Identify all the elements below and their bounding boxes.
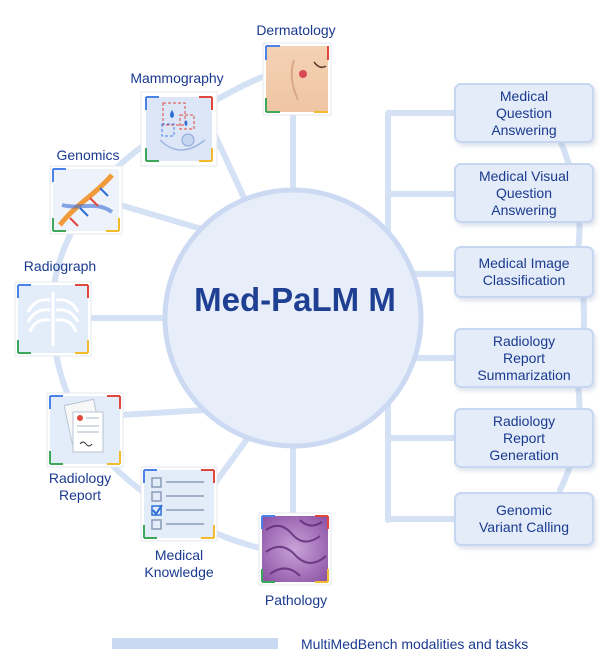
- label-pathology: Pathology: [264, 592, 328, 608]
- task-1-line1: Medical: [499, 87, 549, 104]
- task-1-line2: Question: [495, 104, 553, 121]
- label-radiograph: Radiograph: [23, 258, 97, 274]
- label-medical-knowledge-line1: Medical: [154, 547, 204, 563]
- label-medical-knowledge: Medical Knowledge: [129, 547, 229, 581]
- chest-xray-icon: [26, 292, 80, 346]
- genomics-tile: [49, 165, 123, 235]
- histology-slide-icon: [265, 519, 327, 577]
- label-medical-knowledge-line2: Knowledge: [144, 564, 214, 580]
- task-radiology-report-generation: Radiology Report Generation: [454, 408, 594, 468]
- task-4-line1: Radiology: [492, 332, 556, 349]
- dermatology-tile: [262, 42, 332, 116]
- task-6-line2: Variant Calling: [478, 519, 569, 535]
- label-radiology-report-line1: Radiology: [48, 470, 112, 486]
- center-title: Med-PaLM M: [194, 281, 396, 318]
- pathology-tile: [258, 512, 332, 586]
- spoke-genomics: [117, 202, 208, 233]
- task-5-line3: Generation: [489, 446, 559, 463]
- legend-label: MultiMedBench modalities and tasks: [301, 636, 529, 652]
- task-2-line3: Answering: [491, 201, 557, 218]
- label-dermatology: Dermatology: [256, 22, 336, 38]
- checklist-icon: [151, 477, 204, 530]
- label-radiology-report-line2: Report: [58, 487, 102, 503]
- task-medical-image-classification: Medical Image Classification: [454, 246, 594, 298]
- task-2-line2: Question: [495, 184, 553, 201]
- label-genomics: Genomics: [56, 147, 120, 163]
- radiology-report-tile: [46, 392, 124, 468]
- task-4-line3: Summarization: [477, 366, 571, 383]
- task-medical-question-answering: Medical Question Answering: [454, 83, 594, 143]
- task-5-line1: Radiology: [492, 412, 556, 429]
- mammogram-icon: [181, 133, 195, 147]
- spoke-report: [117, 407, 208, 418]
- medical-knowledge-tile: [140, 466, 218, 542]
- label-mammography: Mammography: [130, 70, 224, 86]
- report-document-icon: [63, 398, 104, 453]
- dna-helix-icon: [58, 173, 114, 227]
- skin-patch-icon: [299, 70, 307, 78]
- task-1-line3: Answering: [491, 121, 557, 138]
- task-radiology-report-summarization: Radiology Report Summarization: [454, 328, 594, 388]
- task-genomic-variant-calling: Genomic Variant Calling: [454, 492, 594, 546]
- task-6-line1: Genomic: [495, 502, 552, 518]
- task-2-line1: Medical Visual: [478, 167, 569, 184]
- spoke-mammography: [212, 132, 248, 203]
- legend-swatch: [112, 638, 278, 649]
- center-circle: [162, 187, 424, 449]
- mammography-tile: [140, 91, 218, 167]
- task-3-line1: Medical Image: [478, 255, 570, 271]
- task-3-line2: Classification: [482, 272, 566, 288]
- label-radiology-report: Radiology Report: [30, 470, 130, 504]
- radiograph-tile: [14, 281, 92, 357]
- task-4-line2: Report: [502, 349, 546, 366]
- task-medical-visual-question-answering: Medical Visual Question Answering: [454, 163, 594, 223]
- task-5-line2: Report: [502, 429, 546, 446]
